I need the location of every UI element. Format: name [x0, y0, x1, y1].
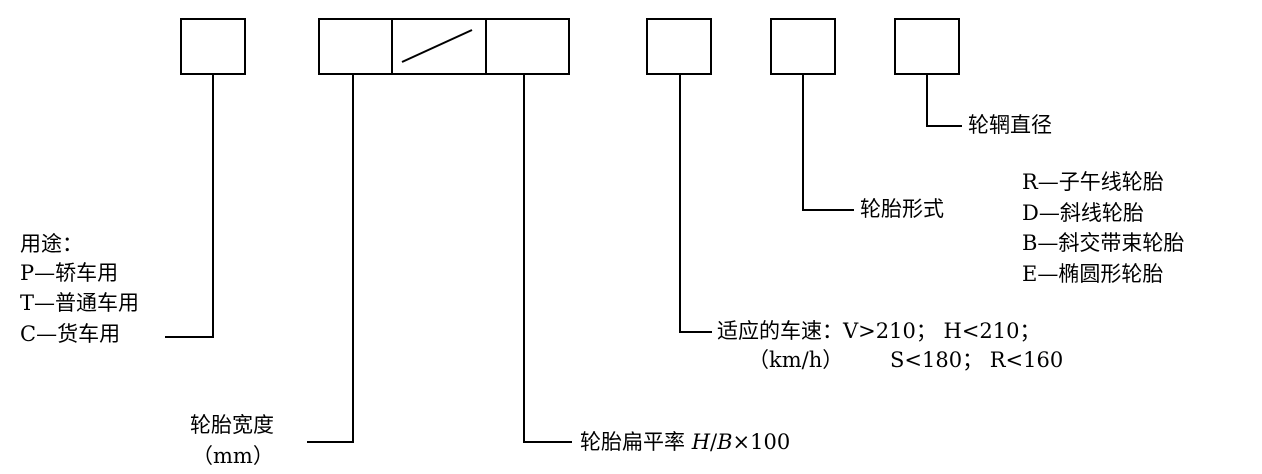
- speed-label: 适应的车速：: [717, 319, 843, 343]
- usage-leader: [165, 336, 214, 338]
- rim-leader: [926, 75, 928, 127]
- usage-leader: [212, 75, 214, 338]
- width-leader: [307, 441, 354, 443]
- speed-leader: [679, 331, 712, 333]
- usage-item-t: T—普通车用: [20, 291, 140, 315]
- structure-type-e: E—椭圆形轮胎: [1022, 262, 1164, 286]
- speed-code-box: [646, 18, 712, 75]
- divider-line: [485, 18, 487, 75]
- speed-leader: [679, 75, 681, 333]
- speed-values-line1: V>210； H<210；: [843, 319, 1041, 343]
- usage-title: 用途：: [20, 232, 83, 256]
- width-aspect-code-box: [318, 18, 570, 75]
- structure-type-d: D—斜线轮胎: [1022, 201, 1144, 225]
- structure-label: 轮胎形式: [860, 197, 944, 221]
- width-unit: （mm）: [192, 444, 274, 468]
- width-leader: [352, 75, 354, 443]
- rim-leader: [926, 125, 962, 127]
- aspect-label: 轮胎扁平率 H/B×100: [580, 430, 791, 454]
- slash-separator: [401, 29, 473, 63]
- structure-type-list: R—子午线轮胎 D—斜线轮胎 B—斜交带束轮胎 E—椭圆形轮胎: [1022, 168, 1262, 292]
- width-label: 轮胎宽度: [190, 413, 274, 437]
- structure-code-box: [770, 18, 836, 75]
- speed-values-line2: S<180； R<160: [890, 348, 1064, 372]
- rim-label: 轮辋直径: [968, 113, 1052, 137]
- structure-type-r: R—子午线轮胎: [1022, 170, 1164, 194]
- structure-leader: [802, 75, 804, 211]
- usage-item-p: P—轿车用: [20, 261, 119, 285]
- aspect-leader: [523, 441, 572, 443]
- divider-line: [391, 18, 393, 75]
- structure-leader: [802, 209, 854, 211]
- speed-unit: （km/h）: [748, 348, 844, 372]
- structure-type-b: B—斜交带束轮胎: [1022, 231, 1185, 255]
- aspect-leader: [523, 75, 525, 443]
- rim-code-box: [894, 18, 960, 75]
- usage-code-box: [180, 18, 246, 75]
- usage-item-c: C—货车用: [20, 322, 121, 346]
